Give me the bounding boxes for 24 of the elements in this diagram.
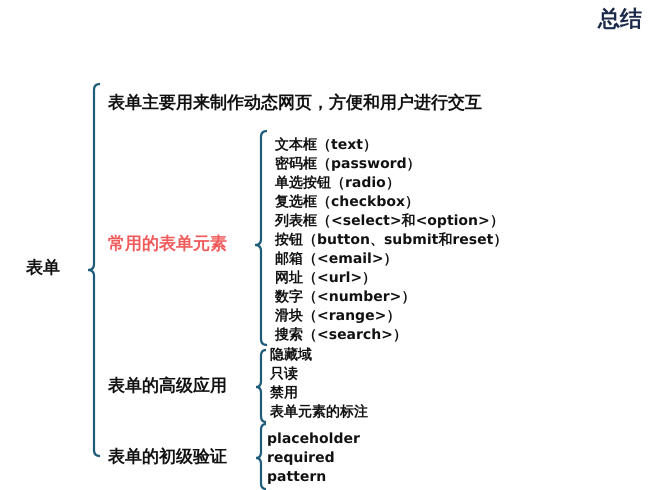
list-item: placeholder	[267, 430, 360, 449]
list-item: 只读	[270, 365, 299, 384]
list-item: pattern	[267, 468, 328, 487]
branch-topic: 常用的表单元素	[108, 234, 227, 254]
list-item: 按钮（button、submit和reset）	[275, 231, 508, 250]
list-item: 网址（<url>）	[275, 269, 378, 288]
list-item: 复选框（checkbox）	[275, 193, 420, 212]
list-item: 列表框（<select>和<option>）	[275, 212, 505, 231]
branch-topic: 表单的初级验证	[108, 447, 227, 468]
list-item: 表单元素的标注	[270, 403, 368, 422]
branch-topic: 表单的高级应用	[108, 376, 227, 396]
list-item: required	[267, 449, 336, 468]
branch-topic: 表单主要用来制作动态网页，方便和用户进行交互	[108, 93, 482, 114]
list-item: 密码框（password）	[275, 155, 422, 174]
root-topic: 表单	[26, 258, 60, 278]
list-item: 数字（<number>）	[275, 288, 416, 307]
list-item: 搜索（<search>）	[275, 326, 408, 345]
list-item: 滑块（<range>）	[275, 307, 402, 326]
list-item: 文本框（text）	[275, 136, 378, 155]
list-item: 禁用	[270, 384, 299, 403]
list-item: 隐藏域	[270, 346, 313, 365]
list-item: 单选按钮（radio）	[275, 174, 401, 193]
list-item: 邮箱（<email>）	[275, 250, 399, 269]
title: 总结	[598, 6, 642, 34]
